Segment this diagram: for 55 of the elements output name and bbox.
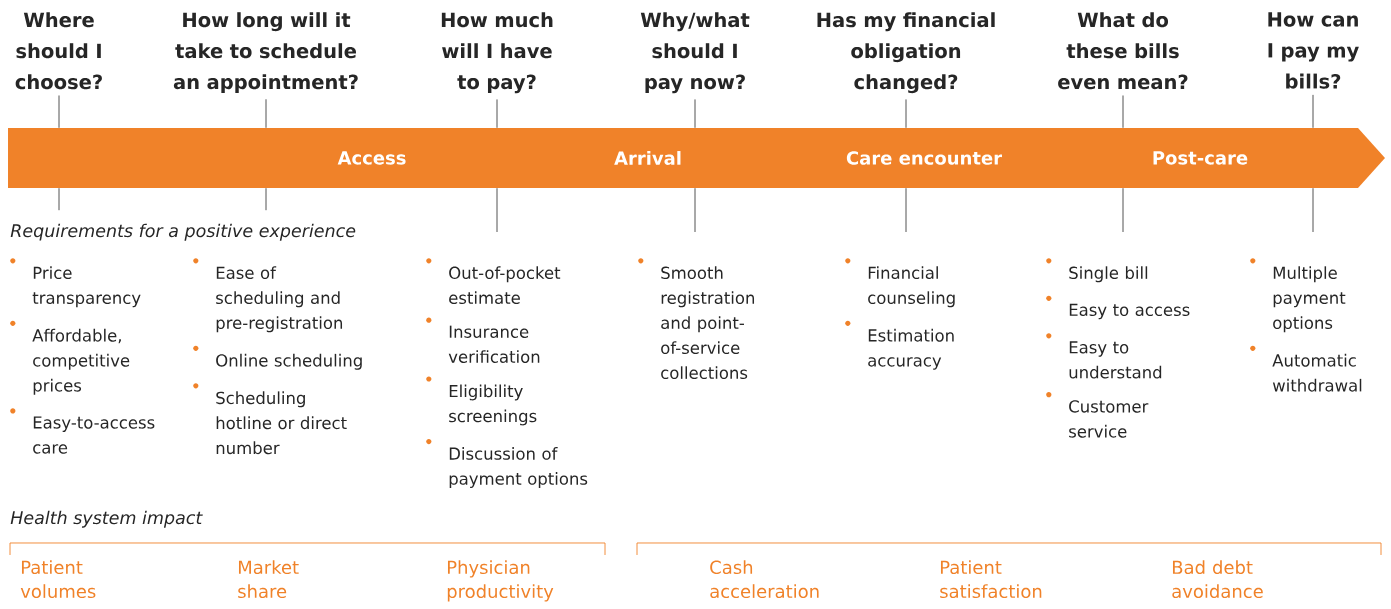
- question: How can I pay my bills?: [1268, 12, 1359, 89]
- node-label: Ease of scheduling and pre-registration: [216, 266, 343, 333]
- bullet-list: Single bill Easy to access Easy to understand Customer service: [1046, 258, 1190, 438]
- node-label: Smooth registration and point-of-service collections: [661, 266, 755, 380]
- tick-line: [58, 95, 60, 129]
- node-label: Single bill: [1069, 266, 1148, 283]
- node-label: Estimation accuracy: [868, 328, 954, 370]
- tick-line: [1312, 94, 1314, 129]
- tick-line: [905, 99, 907, 129]
- tick-line: [905, 187, 907, 233]
- node-label: Automatic withdrawal: [1272, 353, 1362, 392]
- question: How much will I have to pay?: [441, 12, 553, 94]
- tick-line: [1122, 95, 1124, 129]
- question: Why/what should I pay now?: [640, 12, 750, 94]
- bullet-list: Multiple payment options Automatic withdrawal: [1250, 258, 1362, 392]
- question: How long will it take to schedule an appointment?: [173, 12, 358, 94]
- question: Where should I choose?: [15, 12, 102, 90]
- tick-line: [496, 99, 498, 129]
- node-label: Insurance verification: [448, 325, 540, 363]
- node-label: Discussion of payment options: [449, 447, 588, 489]
- impact-label: Bad debt avoidance: [1172, 560, 1263, 599]
- tick-line: [265, 187, 267, 211]
- node-label: Out-of-pocket estimate: [449, 266, 561, 305]
- tick-line: [265, 98, 267, 129]
- impact-label: Patient volumes: [20, 560, 96, 599]
- tick-line: [1122, 187, 1124, 233]
- node-label: Online scheduling: [216, 353, 362, 370]
- node-label: Easy-to-access care: [33, 416, 155, 454]
- node-label: Easy to understand: [1069, 341, 1162, 379]
- question: Has my financial obligation changed?: [817, 12, 995, 94]
- bullet-list: Smooth registration and point-of-service collections: [638, 258, 754, 380]
- impact-label: Physician productivity: [447, 560, 554, 602]
- tick-line: [694, 187, 696, 233]
- impact-label: Market share: [238, 560, 299, 599]
- section-heading: Requirements for a positive experience: [10, 223, 356, 241]
- bullet-list: Ease of scheduling and pre-registration Online scheduling Scheduling hotline or direct number: [193, 258, 362, 455]
- tick-line: [58, 187, 60, 211]
- bullet-list: Financial counseling Estimation accuracy: [845, 258, 955, 370]
- bullet-list: Price transparency Affordable, competitive prices Easy-to-access care: [10, 258, 155, 454]
- node-label: Multiple payment options: [1273, 266, 1346, 333]
- section-heading: Health system impact: [10, 510, 203, 528]
- impact-label: Cash acceleration: [710, 560, 819, 599]
- bullet-list: Out-of-pocket estimate Insurance verification Eligibility screenings Discussion of payment options: [426, 258, 588, 489]
- node-label: Financial counseling: [868, 266, 955, 308]
- node-label: Eligibility screenings: [449, 384, 537, 426]
- node-label: Affordable, competitive prices: [32, 328, 130, 395]
- tick-line: [1312, 187, 1314, 233]
- node-label: Scheduling hotline or direct number: [216, 391, 347, 455]
- tick-line: [496, 187, 498, 233]
- impact-label: Patient satisfaction: [940, 560, 1042, 599]
- node-label: Customer service: [1069, 400, 1149, 438]
- node-label: Easy to access: [1069, 303, 1190, 320]
- question: What do these bills even mean?: [1058, 12, 1188, 90]
- node-label: Price transparency: [32, 266, 141, 308]
- tick-line: [694, 99, 696, 129]
